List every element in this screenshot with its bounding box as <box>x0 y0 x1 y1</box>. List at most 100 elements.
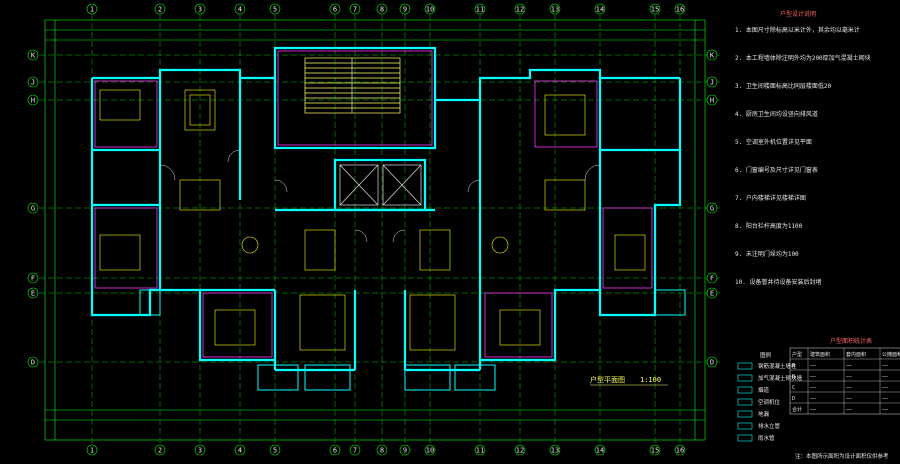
grid-bubble-top <box>549 3 561 15</box>
legend-swatch <box>737 434 753 442</box>
table-cell: —— <box>810 407 817 413</box>
stair <box>304 57 401 114</box>
grid-bubble-top <box>399 3 411 15</box>
grid-label-left: F <box>31 275 35 283</box>
grid-bubble-left <box>27 76 39 88</box>
grid-label-bottom: 16 <box>676 447 684 455</box>
grid-bubble-left <box>27 356 39 368</box>
grid-bubble-top <box>594 3 606 15</box>
grid-bubble-bottom <box>424 444 436 456</box>
grid-label-right: J <box>710 79 714 87</box>
grid-label-left: E <box>31 290 35 298</box>
grid-bubble-top <box>674 3 686 15</box>
table-cell: —— <box>846 407 853 413</box>
grid-bubble-bottom <box>474 444 486 456</box>
balconies <box>139 289 686 391</box>
table-cell: —— <box>846 363 853 369</box>
area-table: 户型面积统计表 户型建筑面积套内面积公摊面积A——————B——————C———… <box>789 337 900 415</box>
legend-swatch <box>737 398 753 406</box>
grid-label-bottom: 5 <box>273 447 277 455</box>
legend-label: 雨水管 <box>758 434 775 442</box>
table-header-cell: 建筑面积 <box>810 351 830 358</box>
axis-grid: 1122334455667788991010111112121313141415… <box>27 3 720 456</box>
inner-walls <box>94 50 653 358</box>
table-cell: —— <box>882 407 889 413</box>
grid-bubble-bottom <box>594 444 606 456</box>
grid-bubble-left <box>27 287 39 299</box>
grid-label-top: 10 <box>426 6 434 14</box>
grid-bubble-bottom <box>234 444 246 456</box>
grid-bubble-bottom <box>674 444 686 456</box>
grid-label-bottom: 7 <box>353 447 357 455</box>
table-cell: —— <box>846 374 853 380</box>
grid-bubble-top <box>194 3 206 15</box>
grid-label-right: K <box>710 52 715 60</box>
grid-bubble-bottom <box>376 444 388 456</box>
table-header-cell: 套内面积 <box>846 351 866 358</box>
grid-label-top: 11 <box>476 6 484 14</box>
note-line: 4. 厨房卫生间均设竖向排风道 <box>735 110 818 118</box>
legend-swatch <box>737 410 753 418</box>
legend-label: 空调机位 <box>758 398 781 406</box>
table-cell: —— <box>882 396 889 402</box>
grid-label-right: H <box>710 97 714 105</box>
grid-label-top: 7 <box>353 6 357 14</box>
grid-label-bottom: 1 <box>90 447 94 455</box>
grid-bubble-right <box>706 94 718 106</box>
table-cell: —— <box>846 385 853 391</box>
legend-label: 排水立管 <box>758 422 781 430</box>
notes-title: 户型设计说明 <box>780 10 816 18</box>
grid-bubble-right <box>706 356 718 368</box>
grid-label-bottom: 4 <box>238 447 242 455</box>
table-header-cell: 公摊面积 <box>882 351 900 358</box>
note-line: 1. 本图尺寸除标高以米计外，其余均以毫米计 <box>735 26 860 34</box>
grid-bubble-bottom <box>194 444 206 456</box>
grid-bubble-bottom <box>349 444 361 456</box>
legend-label: 钢筋混凝土墙柱 <box>758 362 797 370</box>
table-cell: —— <box>882 385 889 391</box>
legend-title: 图例 <box>760 351 772 359</box>
note-line: 5. 空调室外机位置详见平面 <box>735 138 812 146</box>
grid-bubble-top <box>376 3 388 15</box>
legend-label: 加气混凝土砌块墙 <box>758 374 803 382</box>
grid-label-left: K <box>31 52 36 60</box>
grid-label-bottom: 13 <box>551 447 559 455</box>
table-cell: —— <box>846 396 853 402</box>
table-cell: C <box>792 385 795 391</box>
grid-bubble-left <box>27 202 39 214</box>
plan-title-group: 户型平面图 1:100 <box>590 375 668 386</box>
grid-bubble-left <box>27 49 39 61</box>
grid-bubble-bottom <box>329 444 341 456</box>
note-line: 8. 阳台栏杆高度为1100 <box>735 222 803 230</box>
grid-bubble-top <box>86 3 98 15</box>
grid-bubble-top <box>349 3 361 15</box>
note-line: 9. 未注明门垛均为100 <box>735 250 799 258</box>
grid-label-bottom: 14 <box>596 447 604 455</box>
grid-bubble-top <box>474 3 486 15</box>
grid-label-bottom: 15 <box>651 447 659 455</box>
table-cell: —— <box>882 374 889 380</box>
table-cell: B <box>792 374 795 380</box>
grid-bubble-bottom <box>649 444 661 456</box>
note-line: 3. 卫生间楼面标高比同层楼面低20 <box>735 82 831 90</box>
legend-swatch <box>737 386 753 394</box>
grid-bubble-right <box>706 202 718 214</box>
grid-bubble-bottom <box>154 444 166 456</box>
grid-bubble-top <box>329 3 341 15</box>
grid-bubble-top <box>154 3 166 15</box>
grid-label-top: 5 <box>273 6 277 14</box>
legend-swatch <box>737 422 753 430</box>
grid-bubble-left <box>27 94 39 106</box>
table-cell: —— <box>810 396 817 402</box>
grid-label-bottom: 12 <box>516 447 524 455</box>
grid-label-bottom: 11 <box>476 447 484 455</box>
grid-label-top: 14 <box>596 6 604 14</box>
grid-label-top: 13 <box>551 6 559 14</box>
dimension-frame <box>44 19 706 441</box>
grid-label-top: 1 <box>90 6 94 14</box>
note-line: 10. 设备管井待设备安装后封堵 <box>735 278 821 286</box>
grid-bubble-bottom <box>86 444 98 456</box>
grid-label-bottom: 8 <box>380 447 384 455</box>
